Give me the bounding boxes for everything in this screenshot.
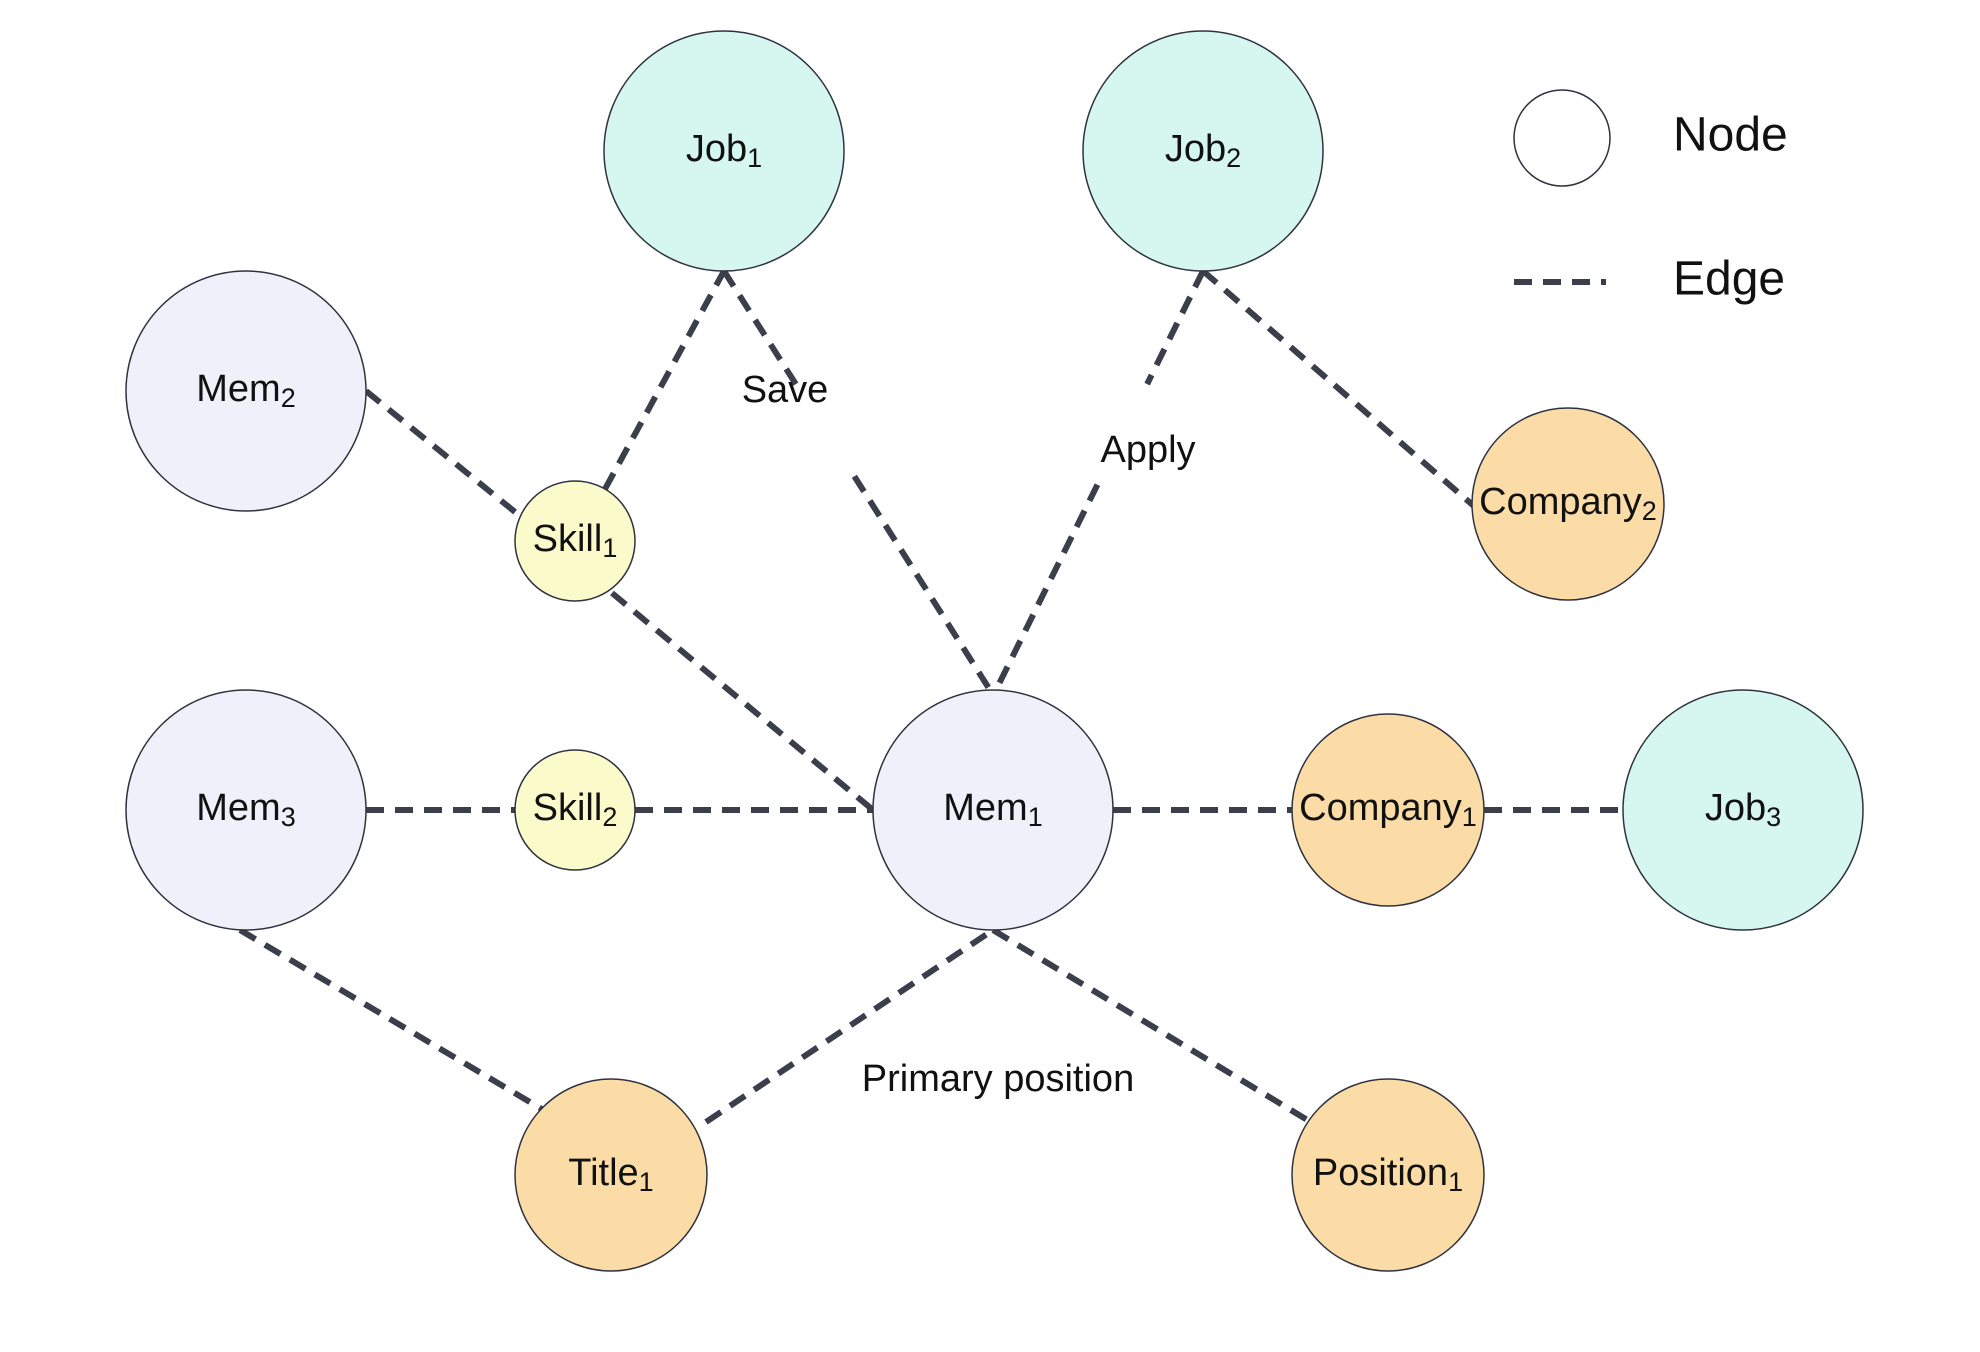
- edge-job1-mem1-part-1: [721, 269, 799, 386]
- edge-job2-company2: [1201, 268, 1477, 510]
- node-label-base-mem2: Mem: [196, 368, 280, 410]
- node-mem1: Mem1: [872, 689, 1114, 931]
- node-circle-mem2: [125, 270, 367, 512]
- edge-mem3-title1: [238, 927, 547, 1114]
- node-label-company1: Company1: [1299, 787, 1477, 832]
- node-circle-job1: [603, 30, 845, 272]
- edge-job2-mem1-part-1: [1144, 269, 1206, 386]
- node-circle-mem3: [125, 689, 367, 931]
- node-label-sub-title1: 1: [639, 1167, 654, 1197]
- edge-job1-mem1-part-2: [851, 474, 993, 692]
- node-circle-skill2: [514, 749, 636, 871]
- node-label-base-mem3: Mem: [196, 787, 280, 829]
- node-label-base-job2: Job: [1165, 128, 1226, 170]
- node-company2: Company2: [1471, 407, 1665, 601]
- node-circle-company1: [1291, 713, 1485, 907]
- legend-node-symbol: [1513, 89, 1611, 187]
- edge-skill1-job1: [602, 269, 727, 491]
- node-label-sub-position1: 1: [1448, 1167, 1463, 1197]
- node-circle-title1: [514, 1078, 708, 1272]
- edge-skill1-mem1: [610, 590, 875, 813]
- node-label-sub-job1: 1: [747, 143, 762, 173]
- node-circle-skill1: [514, 480, 636, 602]
- node-job3: Job3: [1622, 689, 1864, 931]
- node-label-base-position1: Position: [1313, 1152, 1448, 1194]
- node-circle-company2: [1471, 407, 1665, 601]
- edge-label-save: Save: [742, 369, 829, 411]
- legend: Node Edge: [1513, 89, 1788, 306]
- node-label-sub-mem3: 3: [281, 802, 296, 832]
- node-label-base-title1: Title: [568, 1152, 638, 1194]
- node-label-job3: Job3: [1705, 787, 1781, 832]
- node-skill1: Skill1: [514, 480, 636, 602]
- node-job1: Job1: [603, 30, 845, 272]
- node-label-base-skill2: Skill: [533, 787, 603, 829]
- node-company1: Company1: [1291, 713, 1485, 907]
- node-label-base-company2: Company: [1479, 481, 1642, 523]
- node-job2: Job2: [1082, 30, 1324, 272]
- node-title1: Title1: [514, 1078, 708, 1272]
- node-label-sub-job3: 3: [1766, 802, 1781, 832]
- node-position1: Position1: [1291, 1078, 1485, 1272]
- edge-label-apply: Apply: [1100, 429, 1195, 471]
- node-label-sub-company2: 2: [1642, 496, 1657, 526]
- node-circle-mem1: [872, 689, 1114, 931]
- node-label-title1: Title1: [568, 1152, 653, 1197]
- node-mem3: Mem3: [125, 689, 367, 931]
- node-label-job1: Job1: [686, 128, 762, 173]
- edge-labels-layer: Save Apply Primary position: [742, 369, 1196, 1100]
- edges-layer: [238, 268, 1623, 1127]
- node-label-base-company1: Company: [1299, 787, 1462, 829]
- node-label-job2: Job2: [1165, 128, 1241, 173]
- node-circle-position1: [1291, 1078, 1485, 1272]
- node-label-sub-mem1: 1: [1028, 802, 1043, 832]
- node-label-mem2: Mem2: [196, 368, 295, 413]
- node-label-company2: Company2: [1479, 481, 1657, 526]
- node-label-position1: Position1: [1313, 1152, 1463, 1197]
- node-label-sub-mem2: 2: [281, 383, 296, 413]
- node-circle-job2: [1082, 30, 1324, 272]
- legend-node-label: Node: [1673, 109, 1788, 162]
- node-label-base-job3: Job: [1705, 787, 1766, 829]
- node-label-base-mem1: Mem: [943, 787, 1027, 829]
- node-label-mem1: Mem1: [943, 787, 1042, 832]
- node-mem2: Mem2: [125, 270, 367, 512]
- node-label-sub-skill2: 2: [602, 802, 617, 832]
- node-label-sub-company1: 1: [1462, 802, 1477, 832]
- node-label-skill1: Skill1: [533, 518, 618, 563]
- edge-label-primary-position: Primary position: [862, 1058, 1134, 1100]
- node-skill2: Skill2: [514, 749, 636, 871]
- node-label-sub-skill1: 1: [602, 533, 617, 563]
- edge-mem2-skill1: [364, 388, 522, 519]
- node-label-base-skill1: Skill: [533, 518, 603, 560]
- node-label-skill2: Skill2: [533, 787, 618, 832]
- node-label-mem3: Mem3: [196, 787, 295, 832]
- edge-job2-mem1-part-2: [993, 483, 1101, 692]
- edge-mem1-position1: [991, 927, 1316, 1127]
- node-label-base-job1: Job: [686, 128, 747, 170]
- node-circle-job3: [1622, 689, 1864, 931]
- legend-edge-label: Edge: [1673, 253, 1785, 306]
- node-label-sub-job2: 2: [1226, 143, 1241, 173]
